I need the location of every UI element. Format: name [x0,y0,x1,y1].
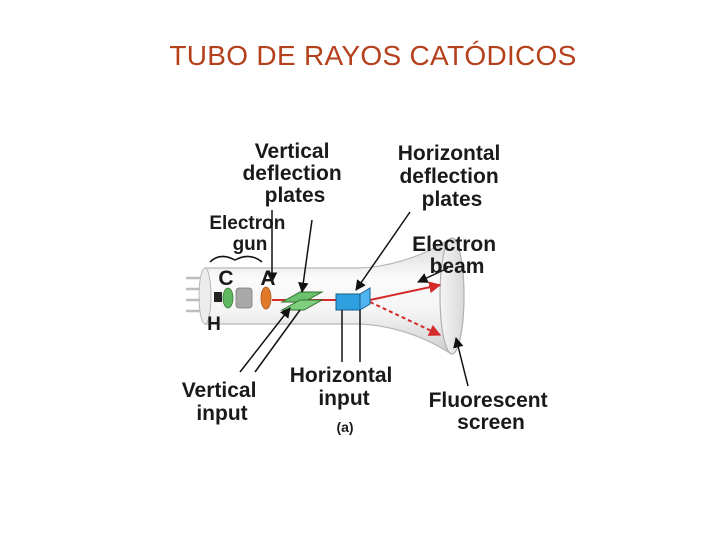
vertical-input-label: Vertical input [182,379,263,425]
electron-gun-label: Electron gun [209,213,290,255]
electron-beam-deflected [369,281,442,301]
figure-tag: (a) [336,419,353,435]
leader-lines [209,210,469,387]
horizontal-deflection-plates-label: Horizontal deflection plates [398,142,507,211]
cathode-disc [222,287,234,309]
electron-beam-alt-path [369,301,442,336]
fluorescent-screen-label: Fluorescent screen [429,389,554,434]
cathode-label: C [218,267,233,290]
anode-disc [260,286,272,310]
crt-tube-base [198,267,212,325]
grid-cylinder [235,287,253,309]
electron-beam-label: Electron beam [412,233,502,278]
anode-label: A [260,267,275,290]
horizontal-deflection-plates-front [359,287,371,311]
horizontal-deflection-plates [335,293,361,311]
horizontal-input-label: Horizontal input [290,364,399,410]
crt-tube-glass [204,238,449,354]
fluorescent-screen-face [439,237,465,355]
base-pins [186,276,200,313]
vertical-deflection-plates-lower [280,299,324,311]
heater-label: H [207,314,221,335]
vertical-deflection-plates-label: Vertical deflection plates [242,140,347,207]
heater-element [214,292,222,302]
slide-title: TUBO DE RAYOS CATÓDICOS [169,40,577,71]
